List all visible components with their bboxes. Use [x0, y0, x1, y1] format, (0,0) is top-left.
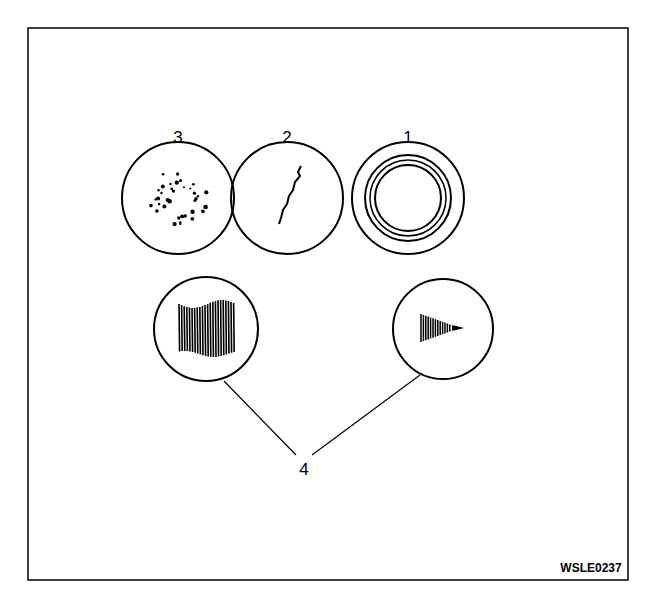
spot	[190, 217, 194, 221]
cone-stripe	[425, 316, 427, 341]
ring-circle	[352, 142, 464, 254]
cone-tip	[452, 325, 464, 331]
cone-stripe	[427, 317, 429, 340]
callout-number: 1	[403, 129, 412, 146]
cone-pattern	[421, 314, 464, 342]
spot	[184, 214, 187, 217]
spot	[179, 223, 181, 225]
spot	[204, 190, 208, 194]
spot	[189, 188, 191, 190]
stripe	[222, 300, 224, 355]
stripe	[225, 300, 227, 354]
stripe	[212, 302, 214, 357]
spot	[169, 183, 171, 185]
callout-number: 3	[173, 129, 182, 146]
spot	[203, 205, 208, 210]
stripe-pattern	[179, 300, 234, 357]
cone-stripe	[449, 324, 451, 331]
cone-stripe	[432, 318, 434, 337]
cone-stripe	[437, 320, 439, 336]
cone-stripe	[420, 314, 422, 342]
stripe-circle	[154, 277, 258, 381]
spot	[162, 205, 166, 209]
stripe	[196, 308, 198, 354]
spot	[201, 210, 205, 214]
stripe	[204, 305, 206, 356]
spot	[194, 197, 198, 201]
stripe	[217, 300, 219, 356]
frame-border	[28, 28, 628, 580]
crack-circle	[231, 142, 343, 254]
spot	[156, 196, 160, 200]
cone-stripe	[435, 319, 437, 337]
cone-stripe	[447, 324, 449, 333]
spot	[157, 189, 159, 191]
spot	[197, 195, 200, 198]
spot	[179, 179, 182, 182]
cone-stripe	[439, 321, 441, 335]
spot	[193, 192, 196, 195]
spot	[176, 172, 179, 175]
stripe	[230, 302, 232, 353]
ring-mark	[365, 155, 451, 241]
stripe	[202, 306, 204, 355]
spot	[177, 216, 180, 219]
stripe	[183, 306, 185, 351]
stripe	[209, 303, 211, 357]
cone-stripe	[423, 315, 425, 341]
stripe	[215, 301, 217, 357]
stripe	[228, 301, 230, 354]
stripe	[220, 300, 222, 356]
leader-line	[312, 375, 420, 455]
spot	[166, 198, 170, 202]
stripe	[194, 308, 196, 353]
spot	[162, 173, 165, 176]
ring-mark	[370, 160, 446, 236]
leader-line	[224, 381, 296, 455]
spot	[173, 222, 177, 226]
spot	[158, 203, 161, 206]
stripe	[233, 303, 235, 352]
crack-line	[279, 166, 301, 224]
figure-code: WSLE0237	[560, 562, 621, 574]
stripe	[181, 305, 183, 351]
cone-stripe	[430, 318, 432, 339]
spot	[170, 188, 173, 191]
spot-wear-circle	[122, 142, 234, 254]
stripe	[178, 304, 180, 352]
stripe	[207, 304, 209, 357]
spot	[202, 211, 205, 214]
spot	[155, 209, 159, 213]
cone-circle	[393, 279, 493, 379]
cone-stripe	[442, 322, 444, 334]
spot	[160, 192, 162, 194]
spot	[161, 185, 165, 189]
stripe	[199, 307, 201, 355]
callout-number: 4	[299, 461, 308, 478]
spot	[149, 204, 153, 208]
spot	[175, 180, 179, 184]
stripe	[186, 307, 188, 351]
spot	[192, 183, 195, 186]
stripe	[191, 308, 193, 352]
spot	[180, 215, 184, 219]
spot	[183, 186, 185, 188]
stripe	[189, 308, 191, 352]
callout-number: 2	[282, 129, 291, 146]
spot-pattern	[149, 172, 208, 226]
cone-stripe	[444, 323, 446, 334]
ring-mark	[375, 165, 441, 231]
spot	[190, 210, 194, 214]
